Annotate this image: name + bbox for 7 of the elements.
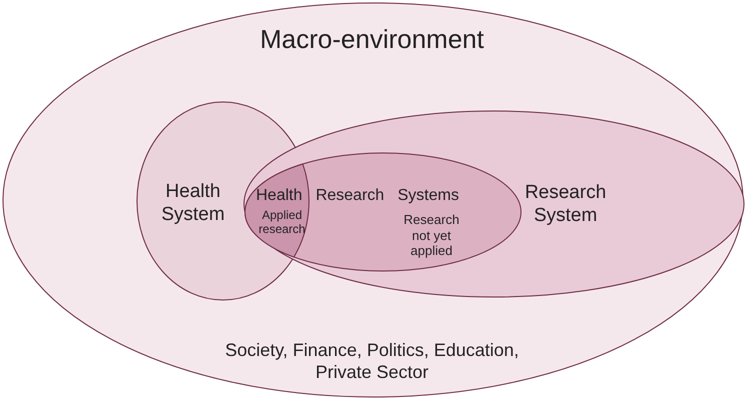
region-title: Health Research Systems [256,186,459,206]
region-label: Society, Finance, Politics, Education, Private Sector [224,340,520,384]
region-label: Health System [160,181,226,227]
region-label: Research not yet applied [402,212,460,259]
region-label: Research System [524,182,608,228]
region-label: Applied research [258,208,306,237]
region-title: Macro-environment [259,24,485,56]
